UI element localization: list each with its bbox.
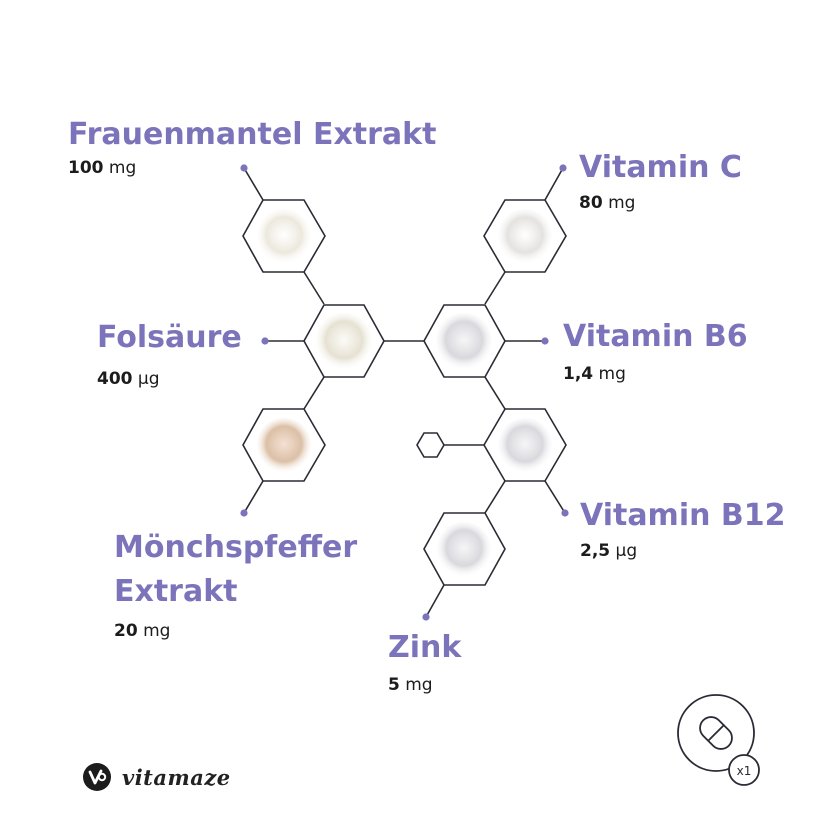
count-badge [728, 754, 760, 786]
ingredient-dose: 20 mg [114, 621, 171, 641]
ingredient-vitamin-b12: Vitamin B12 2,5 µg [580, 494, 786, 562]
ingredient-name: Frauenmantel Extrakt [68, 117, 437, 152]
hex-zink [423, 512, 506, 586]
hex-vitamin-b6 [423, 304, 506, 378]
ingredient-name: Vitamin B12 [580, 498, 786, 533]
ingredient-name: Vitamin C [579, 150, 742, 185]
ingredient-frauenmantel: Frauenmantel Extrakt 100 mg [68, 113, 436, 179]
brand-logo: vitamaze [82, 762, 231, 792]
ingredient-vitamin-b6: Vitamin B6 1,4 mg [563, 315, 748, 385]
hex-folsaeure [303, 304, 385, 378]
hex-vitamin-c [483, 199, 567, 273]
bond-lines [243, 167, 566, 618]
capsule-badge: x1 [677, 694, 760, 786]
ingredient-dose: 80 mg [579, 193, 636, 213]
ingredient-folsaeure: Folsäure 400 µg [97, 316, 242, 390]
capsule-count: x1 [737, 764, 752, 778]
ingredient-moenchspfeffer: Mönchspfeffer Extrakt 20 mg [114, 526, 357, 642]
capsule-icon [699, 716, 733, 750]
ingredient-name-line2: Extrakt [114, 574, 238, 609]
ingredient-name-line1: Mönchspfeffer [114, 530, 358, 565]
hex-small-empty [416, 432, 445, 458]
ingredient-dose: 2,5 µg [580, 541, 638, 561]
ingredient-name: Folsäure [97, 320, 242, 355]
ingredient-dose: 400 µg [97, 369, 160, 389]
brand-name: vitamaze [122, 764, 231, 790]
hex-moenchspfeffer [242, 408, 326, 482]
hex-vitamin-b12 [483, 408, 567, 482]
bond-dots [240, 164, 569, 621]
ingredient-zink: Zink 5 mg [388, 626, 461, 696]
ingredient-dose: 1,4 mg [563, 364, 626, 384]
hex-frauenmantel [242, 199, 326, 273]
ingredient-dose: 100 mg [68, 158, 137, 178]
ingredient-vitamin-c: Vitamin C 80 mg [579, 146, 742, 214]
ingredient-name: Zink [388, 630, 462, 665]
ingredient-name: Vitamin B6 [563, 319, 748, 354]
ingredient-dose: 5 mg [388, 675, 433, 695]
vitamaze-logo-icon [83, 763, 111, 791]
